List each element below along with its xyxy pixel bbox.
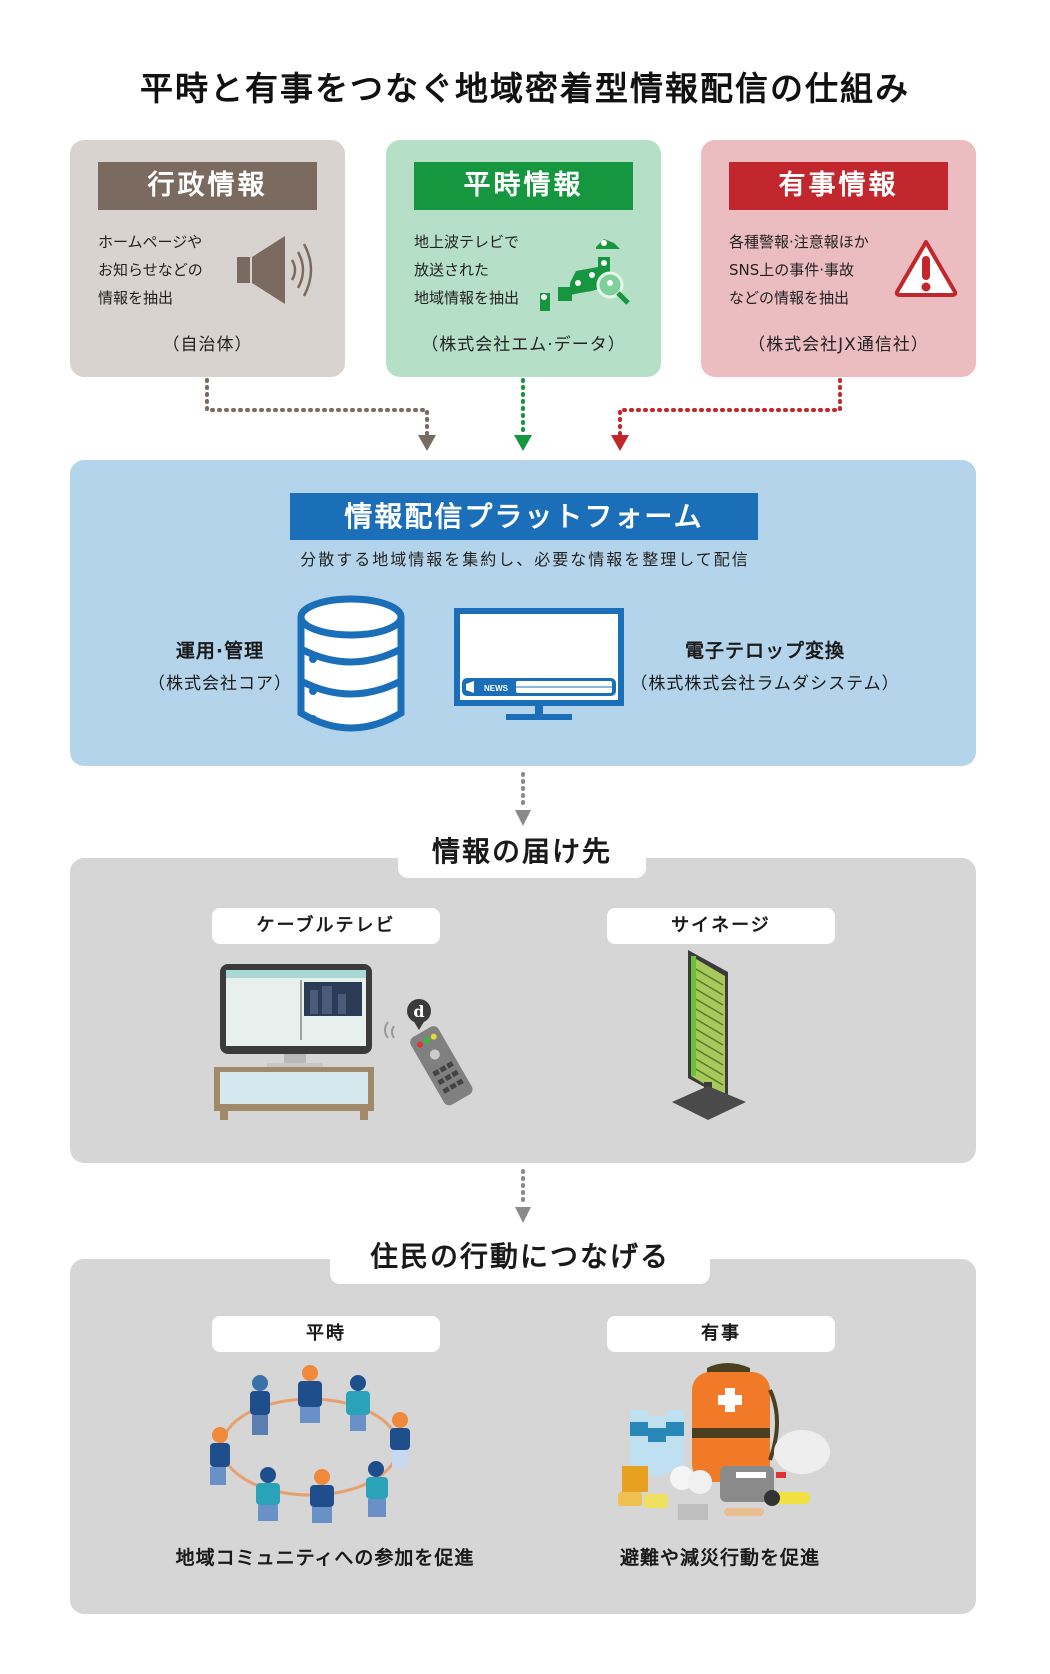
source-description: ホームページや お知らせなどの 情報を抽出 [98,228,203,312]
megaphone-icon [237,236,313,304]
desc-line: 各種警報·注意報ほか [729,233,869,251]
source-box-peacetime: 平時情報 地上波テレビで 放送された 地域情報を抽出 （株式会社エム·データ） [386,140,661,377]
source-description: 地上波テレビで 放送された 地域情報を抽出 [414,228,519,312]
delivery-title: 情報の届け先 [398,826,646,878]
desc-line: 放送された [414,261,490,279]
connector-emergency [611,378,842,451]
delivery-panel [70,858,976,1163]
action-title: 住民の行動につなげる [330,1230,710,1284]
arrow-head-icon [515,1207,531,1223]
news-ticker-label: NEWS [484,684,509,693]
cable-tv-icon: d [214,964,473,1120]
connector-delivery-to-action [515,1169,531,1223]
desc-line: 情報を抽出 [98,289,174,307]
warning-triangle-icon [894,240,958,297]
label-org: （株式会社コア） [148,674,292,694]
platform-left-label: 運用·管理 （株式会社コア） [140,636,300,694]
desc-line: SNS上の事件·事故 [729,261,855,279]
arrow-head-icon [418,435,436,451]
arrow-head-icon [611,435,629,451]
label-org: （株式株式会社ラムダシステム） [630,674,900,694]
source-description: 各種警報·注意報ほか SNS上の事件·事故 などの情報を抽出 [729,228,869,312]
source-connectors [205,378,842,451]
japan-map-search-icon [540,239,630,311]
connector-peacetime [514,378,532,451]
desc-line: 地上波テレビで [414,233,520,251]
caption-peacetime: 地域コミュニティへの参加を促進 [175,1547,475,1569]
desc-line: お知らせなどの [98,261,203,279]
source-box-government: 行政情報 ホームページや お知らせなどの 情報を抽出 （自治体） [70,140,345,377]
source-org: （株式会社JX通信社） [748,335,929,355]
connector-government [205,378,436,451]
desc-line: 地域情報を抽出 [414,289,520,307]
action-item-emergency: 有事 [607,1316,835,1352]
desc-line: ホームページや [98,233,203,251]
delivery-item-signage: サイネージ [607,908,835,944]
source-header: 行政情報 [98,162,317,210]
source-org: （株式会社エム·データ） [421,335,626,355]
arrow-head-icon [515,810,531,826]
person-figure [250,1375,270,1435]
arrow-head-icon [514,435,532,451]
platform-header: 情報配信プラットフォーム [290,493,758,540]
delivery-item-cable-tv: ケーブルテレビ [212,908,440,944]
remote-d-badge: d [413,1002,424,1021]
page-title: 平時と有事をつなぐ地域密着型情報配信の仕組み [140,69,910,108]
digital-signage-icon [672,950,746,1120]
news-monitor-icon: NEWS [454,608,624,720]
people-circle-icon [210,1365,410,1523]
remote-control-icon [410,1026,473,1106]
source-org: （自治体） [162,335,253,355]
source-header: 平時情報 [414,162,633,210]
emergency-kit-icon [618,1363,830,1520]
desc-line: などの情報を抽出 [729,289,850,307]
action-item-peacetime: 平時 [212,1316,440,1352]
caption-emergency: 避難や減災行動を促進 [619,1547,820,1569]
label-title: 運用·管理 [175,640,265,662]
source-box-emergency: 有事情報 各種警報·注意報ほか SNS上の事件·事故 などの情報を抽出 （株式会… [701,140,976,377]
platform-right-label: 電子テロップ変換 （株式株式会社ラムダシステム） [630,636,900,694]
platform-subtitle: 分散する地域情報を集約し、必要な情報を整理して配信 [300,550,750,569]
source-header: 有事情報 [729,162,948,210]
database-icon [297,595,405,732]
label-title: 電子テロップ変換 [684,640,845,662]
connector-platform-to-delivery [515,772,531,826]
